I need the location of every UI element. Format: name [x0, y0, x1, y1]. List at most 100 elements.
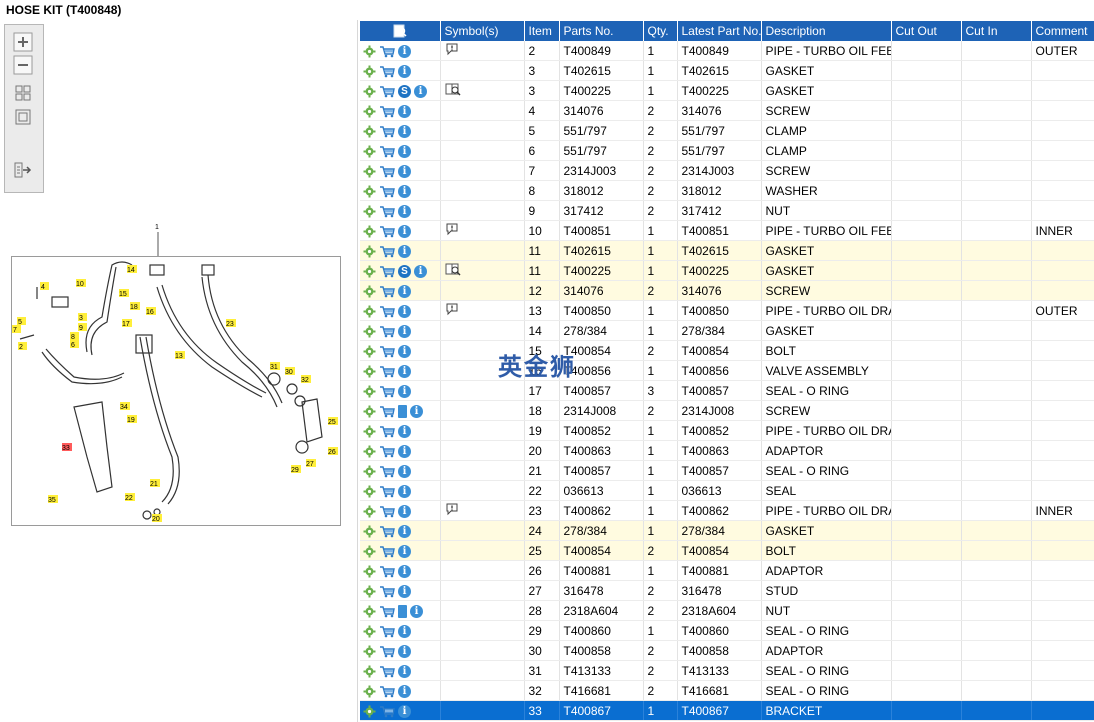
- gear-icon[interactable]: [363, 125, 376, 138]
- zoom-in-icon[interactable]: [13, 32, 33, 52]
- gear-icon[interactable]: [363, 545, 376, 558]
- shopping-cart-icon[interactable]: [379, 405, 395, 418]
- shopping-cart-icon[interactable]: [379, 425, 395, 438]
- shopping-cart-icon[interactable]: [379, 385, 395, 398]
- supersession-icon[interactable]: S: [398, 264, 411, 278]
- gear-icon[interactable]: [363, 605, 376, 618]
- info-icon[interactable]: i: [398, 704, 411, 718]
- info-icon[interactable]: i: [398, 464, 411, 478]
- shopping-cart-icon[interactable]: [379, 705, 395, 718]
- shopping-cart-icon[interactable]: [379, 65, 395, 78]
- info-icon[interactable]: i: [398, 344, 411, 358]
- info-icon[interactable]: i: [398, 424, 411, 438]
- note-bubble-icon[interactable]: [445, 302, 459, 316]
- info-icon[interactable]: i: [398, 284, 411, 298]
- gear-icon[interactable]: [363, 685, 376, 698]
- info-icon[interactable]: i: [398, 244, 411, 258]
- fit-all-icon[interactable]: [13, 83, 33, 103]
- shopping-cart-icon[interactable]: [379, 285, 395, 298]
- info-icon[interactable]: i: [398, 144, 411, 158]
- gear-icon[interactable]: [363, 385, 376, 398]
- document-icon[interactable]: [398, 404, 407, 418]
- column-header-symbols[interactable]: Symbol(s): [440, 21, 525, 41]
- info-icon[interactable]: i: [414, 84, 427, 98]
- info-icon[interactable]: i: [398, 684, 411, 698]
- shopping-cart-icon[interactable]: [379, 545, 395, 558]
- shopping-cart-icon[interactable]: [379, 365, 395, 378]
- shopping-cart-icon[interactable]: [379, 505, 395, 518]
- info-icon[interactable]: i: [398, 104, 411, 118]
- info-icon[interactable]: i: [398, 664, 411, 678]
- gear-icon[interactable]: [363, 465, 376, 478]
- shopping-cart-icon[interactable]: [379, 325, 395, 338]
- gear-icon[interactable]: [363, 525, 376, 538]
- info-icon[interactable]: i: [398, 364, 411, 378]
- supersession-icon[interactable]: S: [398, 84, 411, 98]
- fit-window-icon[interactable]: [13, 107, 33, 127]
- zoom-out-icon[interactable]: [13, 55, 33, 75]
- gear-icon[interactable]: [363, 345, 376, 358]
- note-bubble-icon[interactable]: [445, 222, 459, 236]
- gear-icon[interactable]: [363, 705, 376, 718]
- export-icon[interactable]: [13, 160, 33, 180]
- shopping-cart-icon[interactable]: [379, 185, 395, 198]
- info-icon[interactable]: i: [398, 524, 411, 538]
- shopping-cart-icon[interactable]: [379, 605, 395, 618]
- shopping-cart-icon[interactable]: [379, 685, 395, 698]
- shopping-cart-icon[interactable]: [379, 485, 395, 498]
- shopping-cart-icon[interactable]: [379, 305, 395, 318]
- gear-icon[interactable]: [363, 445, 376, 458]
- shopping-cart-icon[interactable]: [379, 445, 395, 458]
- gear-icon[interactable]: [363, 85, 376, 98]
- shopping-cart-icon[interactable]: [379, 465, 395, 478]
- info-icon[interactable]: i: [398, 124, 411, 138]
- info-icon[interactable]: i: [398, 384, 411, 398]
- shopping-cart-icon[interactable]: [379, 345, 395, 358]
- book-search-icon[interactable]: [445, 262, 461, 276]
- book-search-icon[interactable]: [445, 82, 461, 96]
- info-icon[interactable]: i: [398, 484, 411, 498]
- shopping-cart-icon[interactable]: [379, 125, 395, 138]
- shopping-cart-icon[interactable]: [379, 665, 395, 678]
- gear-icon[interactable]: [363, 245, 376, 258]
- shopping-cart-icon[interactable]: [379, 265, 395, 278]
- gear-icon[interactable]: [363, 265, 376, 278]
- shopping-cart-icon[interactable]: [379, 525, 395, 538]
- info-icon[interactable]: i: [398, 564, 411, 578]
- gear-icon[interactable]: [363, 505, 376, 518]
- note-bubble-icon[interactable]: [445, 502, 459, 516]
- shopping-cart-icon[interactable]: [379, 565, 395, 578]
- shopping-cart-icon[interactable]: [379, 45, 395, 58]
- gear-icon[interactable]: [363, 325, 376, 338]
- info-icon[interactable]: i: [398, 444, 411, 458]
- info-icon[interactable]: i: [398, 184, 411, 198]
- info-icon[interactable]: i: [398, 544, 411, 558]
- gear-icon[interactable]: [363, 665, 376, 678]
- gear-icon[interactable]: [363, 625, 376, 638]
- gear-icon[interactable]: [363, 225, 376, 238]
- document-icon[interactable]: [398, 604, 407, 618]
- gear-icon[interactable]: [363, 145, 376, 158]
- shopping-cart-icon[interactable]: [379, 585, 395, 598]
